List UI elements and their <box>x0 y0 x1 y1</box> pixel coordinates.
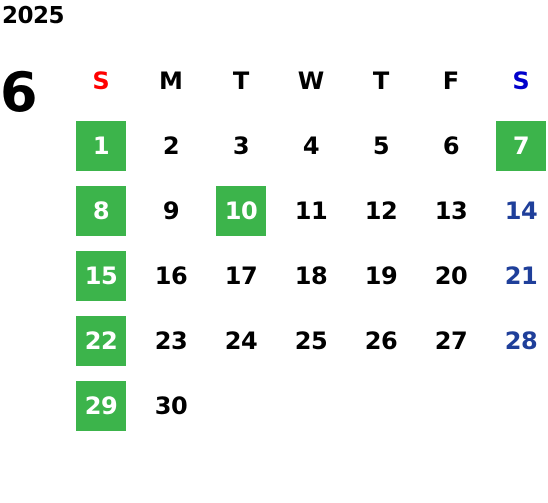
weekday-monday: M <box>159 66 183 95</box>
day-cell[interactable]: 3 <box>206 113 276 178</box>
weekday-saturday: S <box>512 66 530 95</box>
week-row: 22 23 24 25 26 27 28 <box>66 308 548 373</box>
day-number <box>286 381 336 431</box>
day-cell[interactable]: 24 <box>206 308 276 373</box>
day-number: 8 <box>76 185 126 236</box>
day-number: 29 <box>76 380 126 431</box>
calendar-grid: S M T W T F S 1 2 3 4 5 6 7 8 9 10 11 12… <box>66 48 548 438</box>
day-cell-empty <box>346 373 416 438</box>
day-cell[interactable]: 20 <box>416 243 486 308</box>
day-number: 26 <box>364 326 398 355</box>
day-number: 7 <box>496 120 546 171</box>
day-number: 13 <box>434 196 468 225</box>
day-number: 17 <box>224 261 258 290</box>
day-number: 11 <box>294 196 328 225</box>
day-number: 25 <box>294 326 328 355</box>
day-number <box>426 381 476 431</box>
day-cell[interactable]: 2 <box>136 113 206 178</box>
year-label: 2025 <box>2 3 65 29</box>
day-cell[interactable]: 1 <box>66 113 136 178</box>
day-number: 10 <box>216 185 266 236</box>
day-cell-empty <box>276 373 346 438</box>
day-cell[interactable]: 26 <box>346 308 416 373</box>
day-cell[interactable]: 28 <box>486 308 548 373</box>
day-cell[interactable]: 10 <box>206 178 276 243</box>
day-cell[interactable]: 29 <box>66 373 136 438</box>
day-cell[interactable]: 11 <box>276 178 346 243</box>
day-number: 18 <box>294 261 328 290</box>
week-row: 8 9 10 11 12 13 14 <box>66 178 548 243</box>
day-number: 28 <box>504 326 538 355</box>
day-cell[interactable]: 30 <box>136 373 206 438</box>
day-cell-empty <box>206 373 276 438</box>
day-number <box>496 381 546 431</box>
day-cell[interactable]: 6 <box>416 113 486 178</box>
day-number: 16 <box>154 261 188 290</box>
day-number <box>356 381 406 431</box>
week-row: 29 30 <box>66 373 548 438</box>
day-number: 4 <box>302 131 320 160</box>
day-number: 2 <box>162 131 180 160</box>
weekday-sunday: S <box>92 66 110 95</box>
day-number: 30 <box>154 391 188 420</box>
day-cell[interactable]: 9 <box>136 178 206 243</box>
day-cell[interactable]: 15 <box>66 243 136 308</box>
day-cell[interactable]: 5 <box>346 113 416 178</box>
day-number: 27 <box>434 326 468 355</box>
day-cell[interactable]: 7 <box>486 113 548 178</box>
month-label: 6 <box>0 61 38 124</box>
day-cell[interactable]: 18 <box>276 243 346 308</box>
day-cell[interactable]: 14 <box>486 178 548 243</box>
day-number: 22 <box>76 315 126 366</box>
day-cell[interactable]: 17 <box>206 243 276 308</box>
week-row: 15 16 17 18 19 20 21 <box>66 243 548 308</box>
day-cell-empty <box>486 373 548 438</box>
day-cell[interactable]: 8 <box>66 178 136 243</box>
day-cell[interactable]: 16 <box>136 243 206 308</box>
day-cell[interactable]: 21 <box>486 243 548 308</box>
day-cell-empty <box>416 373 486 438</box>
day-number: 14 <box>504 196 538 225</box>
week-row: 1 2 3 4 5 6 7 <box>66 113 548 178</box>
day-number: 12 <box>364 196 398 225</box>
day-cell[interactable]: 4 <box>276 113 346 178</box>
weekday-header-row: S M T W T F S <box>66 48 548 113</box>
day-number: 19 <box>364 261 398 290</box>
weekday-friday: F <box>442 66 460 95</box>
day-cell[interactable]: 25 <box>276 308 346 373</box>
day-cell[interactable]: 23 <box>136 308 206 373</box>
day-number: 23 <box>154 326 188 355</box>
day-cell[interactable]: 27 <box>416 308 486 373</box>
day-cell[interactable]: 12 <box>346 178 416 243</box>
day-number: 15 <box>76 250 126 301</box>
day-number: 5 <box>372 131 390 160</box>
day-number: 20 <box>434 261 468 290</box>
day-number <box>216 381 266 431</box>
day-number: 1 <box>76 120 126 171</box>
weekday-thursday: T <box>372 66 390 95</box>
day-cell[interactable]: 19 <box>346 243 416 308</box>
day-number: 6 <box>442 131 460 160</box>
weekday-wednesday: W <box>297 66 325 95</box>
day-number: 9 <box>162 196 180 225</box>
day-number: 21 <box>504 261 538 290</box>
day-number: 3 <box>232 131 250 160</box>
day-cell[interactable]: 13 <box>416 178 486 243</box>
day-number: 24 <box>224 326 258 355</box>
weekday-tuesday: T <box>232 66 250 95</box>
day-cell[interactable]: 22 <box>66 308 136 373</box>
